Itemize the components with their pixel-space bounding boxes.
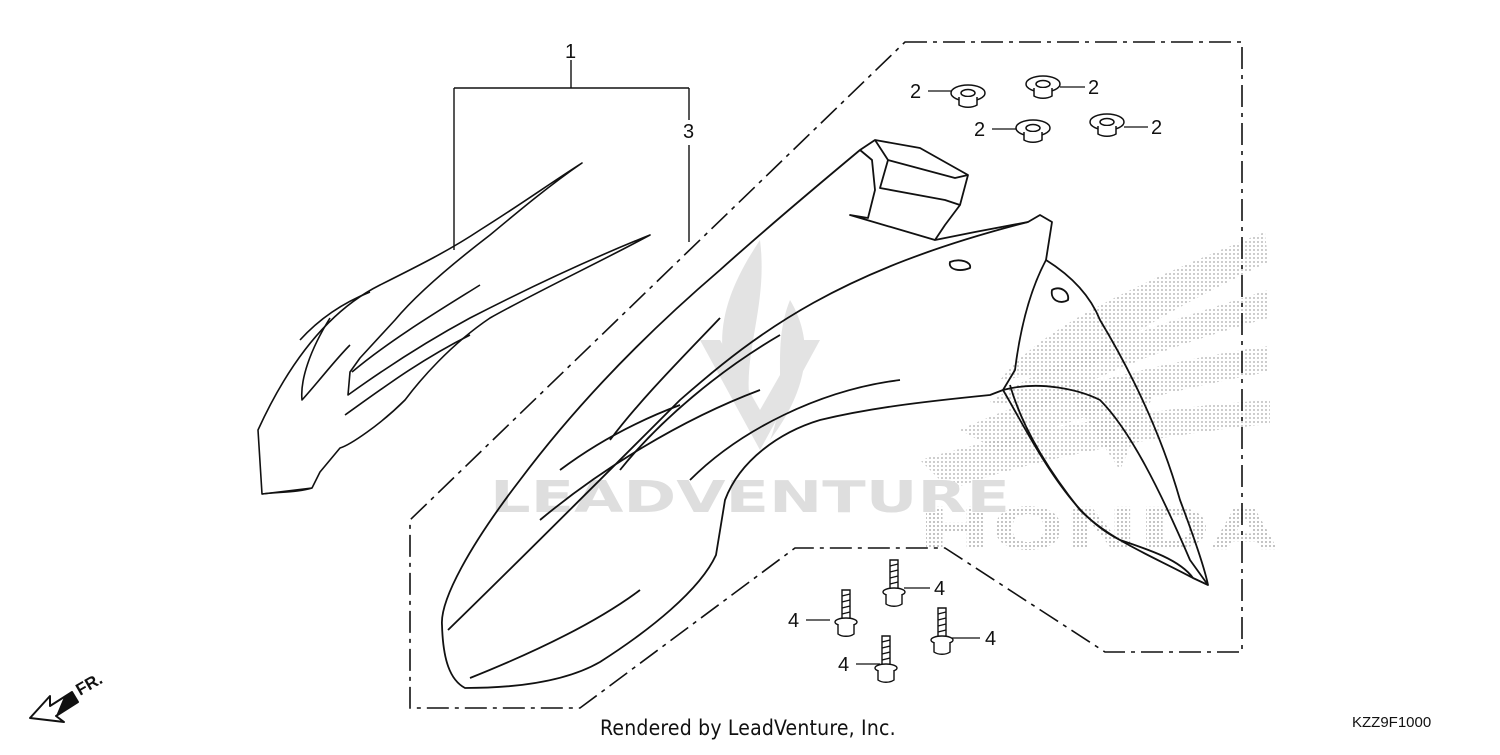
honda-wing-watermark — [920, 232, 1270, 490]
callout-4c: 4 — [985, 628, 996, 650]
grommets — [950, 75, 1125, 143]
footer-credit: Rendered by LeadVenture, Inc. — [600, 716, 896, 740]
callout-2a: 2 — [910, 81, 921, 103]
front-direction-label: FR. — [73, 669, 106, 699]
callout-4d: 4 — [838, 654, 849, 676]
callout-3: 3 — [683, 121, 694, 143]
fender-decal-stripe — [257, 162, 651, 495]
diagram-code: KZZ9F1000 — [1352, 714, 1432, 731]
callout-1: 1 — [565, 41, 576, 63]
leadventure-watermark: LEADVENTURE — [490, 472, 1010, 523]
front-fender — [441, 139, 1209, 689]
front-direction-arrow-icon — [29, 691, 79, 723]
callout-2c: 2 — [974, 119, 985, 141]
callout-bracket-1 — [453, 60, 690, 250]
callout-2d: 2 — [1151, 117, 1162, 139]
assembly-dashed-outline — [409, 41, 1243, 709]
callout-2b: 2 — [1088, 77, 1099, 99]
honda-brand-watermark: HONDA — [918, 495, 1278, 563]
flange-bolts — [834, 559, 954, 683]
callout-4b: 4 — [934, 578, 945, 600]
leader-lines — [806, 86, 1148, 665]
callout-4a: 4 — [788, 610, 799, 632]
